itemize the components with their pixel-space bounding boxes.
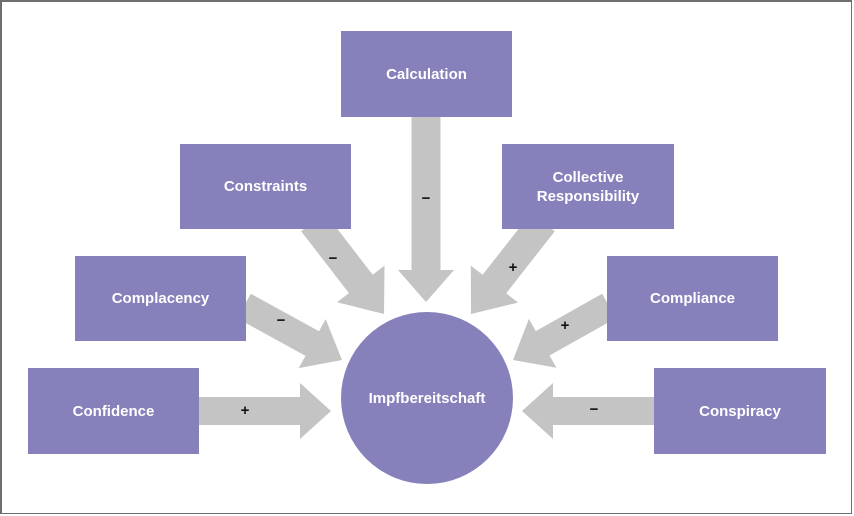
- effect-sign-calculation: −: [421, 190, 431, 207]
- factor-calculation: Calculation: [341, 31, 512, 117]
- arrow-collective-responsibility-to-center: [470, 212, 555, 314]
- factor-confidence: Confidence: [28, 368, 199, 454]
- arrow-calculation-to-center: [398, 116, 454, 302]
- effect-sign-complacency: −: [276, 312, 286, 329]
- effect-sign-constraints: −: [328, 250, 338, 267]
- effect-sign-compliance: +: [560, 317, 570, 334]
- center-node-impfbereitschaft: Impfbereitschaft: [341, 312, 513, 484]
- arrow-compliance-to-center: [513, 293, 616, 368]
- arrow-complacency-to-center: [237, 293, 342, 369]
- center-label: Impfbereitschaft: [368, 389, 486, 407]
- factor-label: Collective Responsibility: [536, 168, 640, 205]
- factor-label: Confidence: [72, 402, 155, 420]
- effect-sign-collective-responsibility: +: [508, 259, 518, 276]
- arrow-confidence-to-center: [198, 383, 331, 439]
- factor-conspiracy: Conspiracy: [654, 368, 826, 454]
- factor-complacency: Complacency: [75, 256, 246, 341]
- effect-sign-conspiracy: −: [589, 401, 599, 418]
- factor-label: Complacency: [111, 290, 210, 307]
- factor-collective-responsibility: Collective Responsibility: [502, 144, 674, 229]
- factor-label: Calculation: [386, 65, 467, 83]
- factor-compliance: Compliance: [607, 256, 778, 341]
- factor-label: Compliance: [649, 290, 736, 307]
- arrow-conspiracy-to-center: [522, 383, 655, 439]
- factor-label: Conspiracy: [699, 402, 781, 420]
- arrow-constraints-to-center: [301, 212, 385, 314]
- effect-sign-confidence: +: [240, 402, 250, 419]
- factor-label: Constraints: [223, 178, 308, 195]
- factor-constraints: Constraints: [180, 144, 351, 229]
